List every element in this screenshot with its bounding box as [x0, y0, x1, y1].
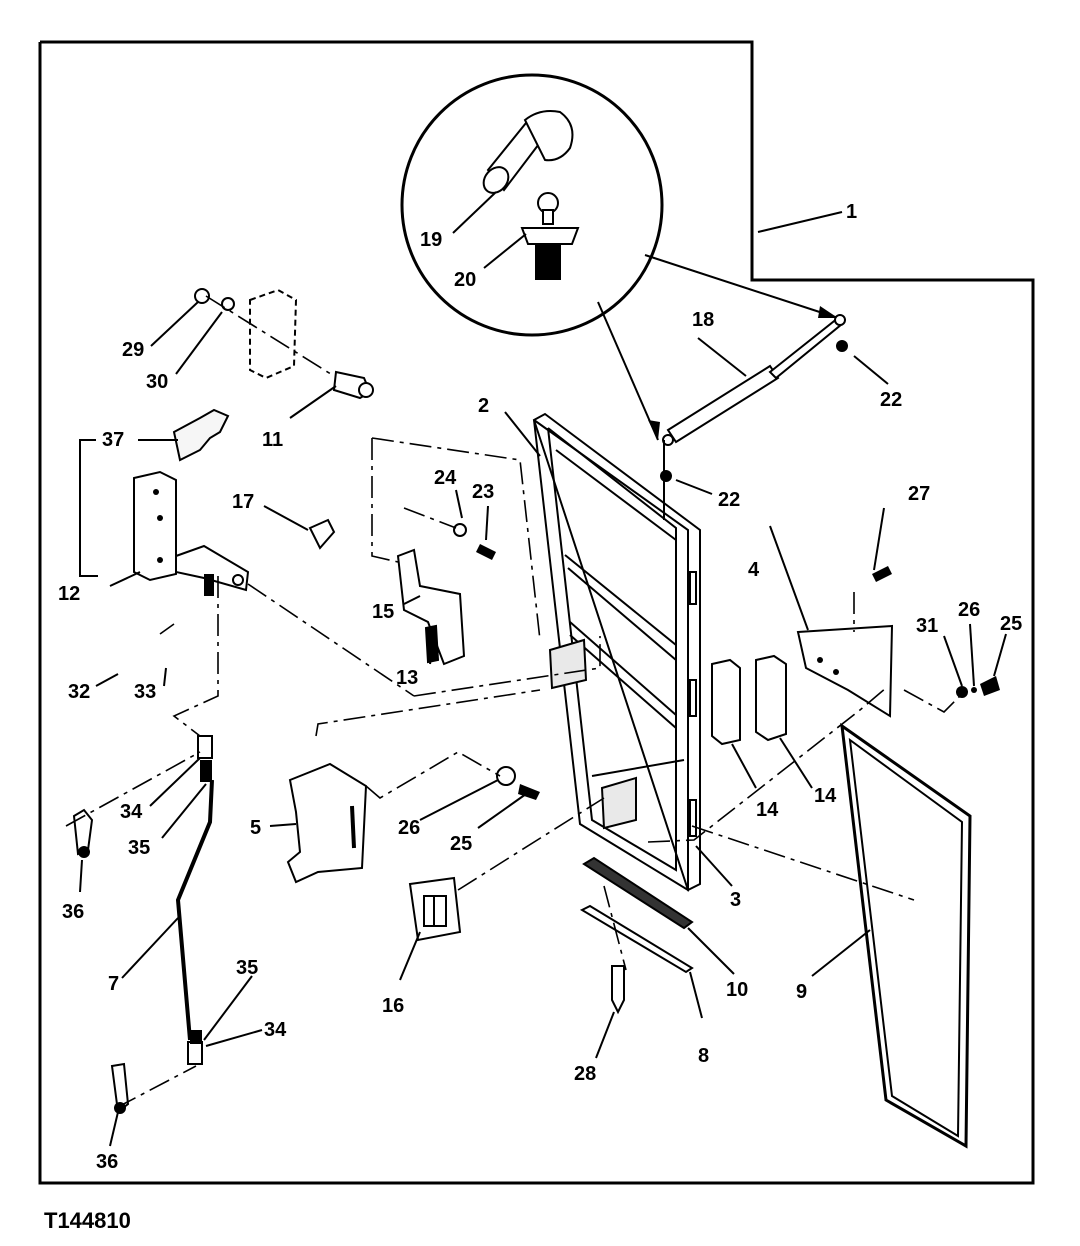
callout-24: 24: [434, 467, 457, 489]
callout-29: 29: [122, 339, 144, 361]
callout-26a: 26: [958, 599, 980, 621]
callout-1: 1: [846, 201, 857, 223]
callout-14b: 14: [814, 785, 837, 807]
escutcheon-16-drawing: [408, 876, 462, 942]
bracket-5-drawing: [286, 762, 540, 884]
callout-13: 13: [396, 667, 418, 689]
callout-23: 23: [472, 481, 494, 503]
callout-5: 5: [250, 817, 261, 839]
callout-8: 8: [698, 1045, 709, 1067]
bracket-14b-drawing: [755, 654, 787, 742]
gas-strut-18-drawing: [662, 314, 848, 446]
callout-10: 10: [726, 979, 748, 1001]
callout-34b: 34: [264, 1019, 287, 1041]
callout-26b: 26: [398, 817, 420, 839]
pin-19-drawing: [482, 110, 574, 194]
screw-28-drawing: [611, 965, 625, 1015]
strip-10-drawing: [582, 856, 694, 930]
callout-35b: 35: [236, 957, 258, 979]
callout-16: 16: [382, 995, 404, 1017]
callout-labels: 1 2 3 4 5 7 8 9 10 11 12 13 14 14 15 16 …: [58, 201, 1022, 1173]
key-37-drawing: [172, 408, 230, 462]
callout-17: 17: [232, 491, 254, 513]
callout-34a: 34: [120, 801, 143, 823]
callout-14a: 14: [756, 799, 779, 821]
callout-15: 15: [372, 601, 394, 623]
callout-18: 18: [692, 309, 714, 331]
leader-lines: [79, 191, 1007, 1147]
handle-11-drawing: [194, 288, 374, 400]
detail-circle: [400, 73, 664, 337]
callout-20: 20: [454, 269, 476, 291]
latch-12-drawing: [133, 470, 250, 596]
callout-25a: 25: [1000, 613, 1022, 635]
callout-11: 11: [262, 429, 283, 451]
bracket-15-drawing: [396, 523, 496, 666]
callout-25b: 25: [450, 833, 472, 855]
callout-36b: 36: [96, 1151, 118, 1173]
callout-35a: 35: [128, 837, 150, 859]
callout-27: 27: [908, 483, 930, 505]
callout-32: 32: [68, 681, 90, 703]
rod-7-drawing: [72, 735, 214, 1114]
callout-31: 31: [916, 615, 938, 637]
callout-22a: 22: [880, 389, 902, 411]
callout-7: 7: [108, 973, 119, 995]
callout-22b: 22: [718, 489, 740, 511]
callout-37: 37: [102, 429, 124, 451]
figure-id: T144810: [44, 1208, 131, 1233]
callout-4: 4: [748, 559, 760, 581]
door-frame-2-drawing: [532, 412, 701, 892]
diagram-border: [38, 40, 1035, 1185]
callout-33: 33: [134, 681, 156, 703]
callout-19: 19: [420, 229, 442, 251]
callout-36a: 36: [62, 901, 84, 923]
glass-panel-9-drawing: [840, 722, 972, 1149]
ball-stud-20-drawing: [520, 192, 580, 280]
callout-28: 28: [574, 1063, 596, 1085]
callout-3: 3: [730, 889, 741, 911]
bracket-14a-drawing: [711, 658, 741, 746]
callout-12: 12: [58, 583, 80, 605]
knob-17-drawing: [308, 518, 336, 550]
callout-30: 30: [146, 371, 168, 393]
callout-9: 9: [796, 981, 807, 1003]
strip-8-drawing: [579, 904, 694, 974]
callout-2: 2: [478, 395, 489, 417]
plate-4-drawing: [796, 624, 894, 718]
